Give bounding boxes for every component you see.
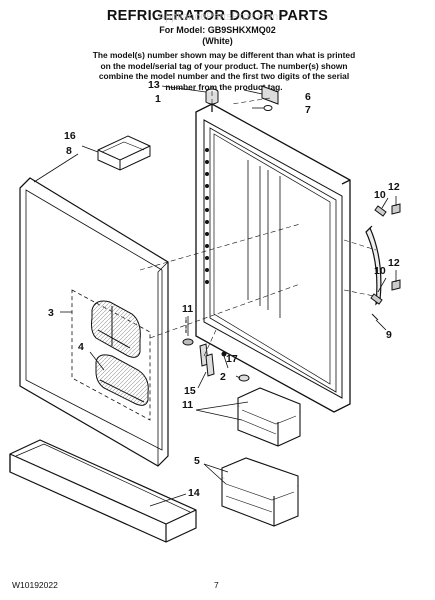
leader-lines (33, 85, 397, 507)
callout-9: 9 (386, 329, 392, 341)
watermark: AppliancePartsPros.com (158, 11, 278, 23)
callout-6: 6 (305, 91, 311, 103)
callout-1: 1 (155, 93, 161, 105)
trim-clip (261, 85, 279, 105)
document-id: W10192022 (12, 580, 58, 590)
screw-7 (263, 105, 273, 111)
dispenser-cover (91, 300, 141, 358)
callout-16: 16 (64, 130, 76, 142)
projection-lines (139, 86, 377, 357)
door-gasket-dots (205, 148, 209, 284)
callout-2: 2 (220, 371, 226, 383)
door-bin-lower (221, 457, 299, 527)
callout-11-bin: 11 (182, 399, 193, 411)
callout-4: 4 (78, 341, 84, 353)
callout-8: 8 (66, 145, 72, 157)
door-bin-small (95, 354, 149, 406)
color-variant: (White) (202, 36, 233, 46)
callout-12-lower: 12 (388, 257, 400, 269)
page-title: REFRIGERATOR DOOR PARTS (106, 8, 329, 24)
callout-13: 13 (148, 79, 160, 91)
model-note: The model(s) number shown may be differe… (92, 50, 356, 92)
callout-3: 3 (48, 307, 54, 319)
callout-11-hinge: 11 (182, 303, 193, 315)
page-number: 7 (214, 580, 219, 590)
callout-7: 7 (305, 104, 311, 116)
callout-14: 14 (188, 487, 200, 499)
dairy-cover (97, 135, 151, 171)
model-number: For Model: GB9SHKXMQ02 (159, 25, 276, 35)
callout-10-lower: 10 (374, 265, 386, 277)
handle-screws (370, 203, 401, 321)
door-bin-upper (237, 387, 301, 447)
door-handle (365, 225, 382, 306)
outer-door (195, 103, 351, 413)
door-shelf-bottom (9, 439, 197, 543)
callout-17: 17 (226, 353, 238, 365)
lower-hinge-parts (182, 320, 250, 382)
callout-15: 15 (184, 385, 196, 397)
callout-10-upper: 10 (374, 189, 386, 201)
callout-5: 5 (194, 455, 200, 467)
callout-12-upper: 12 (388, 181, 400, 193)
